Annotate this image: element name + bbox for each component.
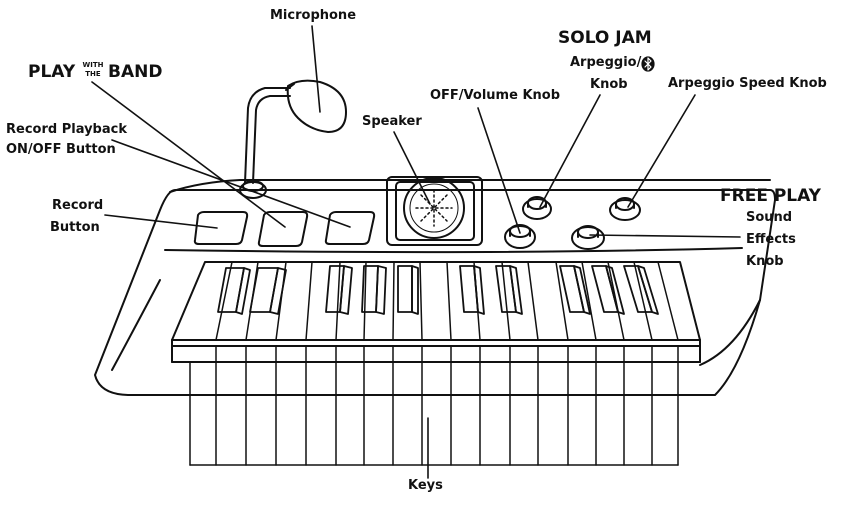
arpeggio-knob-label-line1: Arpeggio/ [570,55,642,70]
black-key [362,266,386,314]
speaker-inner [396,182,474,240]
record-button-label-line2: Button [50,220,100,235]
record-playback-label-line2: ON/OFF Button [6,142,116,157]
leader-volume [478,108,520,233]
leader-record [105,215,217,228]
black-key [560,266,590,314]
keyboard-body [95,190,775,395]
speaker-grille [404,178,464,238]
microphone-label: Microphone [270,8,357,23]
leader-speaker [394,132,430,204]
black-key [218,268,250,314]
black-key [250,268,286,314]
play-band-word-band: BAND [108,62,163,82]
sound-effects-label-line3: Knob [746,254,784,269]
leader-lines [92,26,740,478]
record-button-shape [195,212,247,244]
white-keys-front [190,346,678,465]
keyboard-top-rim [170,180,770,192]
play-band-button-shape [259,212,307,246]
speed-knob-shape [610,198,640,220]
black-key [592,266,624,314]
play-band-word-the: THE [85,70,101,78]
black-key [624,266,658,314]
panel-lower-line [700,300,760,365]
speaker-label: Speaker [362,114,422,129]
black-key [326,266,352,314]
sound-effects-knob-shape [572,226,604,249]
leader-record-playback [112,140,350,227]
leader-sound-effects [590,235,740,237]
sound-effects-label-line2: Effects [746,232,796,247]
leader-microphone [312,26,320,112]
free-play-heading: FREE PLAY [720,186,821,206]
arpeggio-knob-shape [523,197,551,219]
microphone-head [288,81,346,132]
volume-knob-shape [505,225,535,248]
record-button-label-line1: Record [52,198,104,213]
keyboard-lower-edge [112,280,160,370]
arpeggio-speed-knob-label: Arpeggio Speed Knob [668,76,827,91]
microphone-stand [245,88,290,183]
arpeggio-knob-label-line2: Knob [590,77,628,92]
record-playback-label-line1: Record Playback [6,122,127,137]
black-key [460,266,484,314]
sound-effects-label-line1: Sound [746,210,793,225]
leader-speed [628,95,695,207]
off-volume-knob-label: OFF/Volume Knob [430,88,561,103]
leader-arpeggio [540,95,600,207]
speaker-dots [416,190,452,226]
black-key [496,266,522,314]
play-band-word-with: WITH [82,61,104,69]
black-keys [218,266,658,314]
play-band-word-play: PLAY [28,62,76,82]
solo-jam-heading: SOLO JAM [558,28,652,48]
leader-play-band [92,82,285,227]
panel-divider-line [165,248,742,252]
keys-label: Keys [408,478,443,493]
speaker-housing [387,177,482,245]
bluetooth-icon [642,57,654,71]
black-key [398,266,418,314]
record-playback-button-shape [326,212,374,244]
